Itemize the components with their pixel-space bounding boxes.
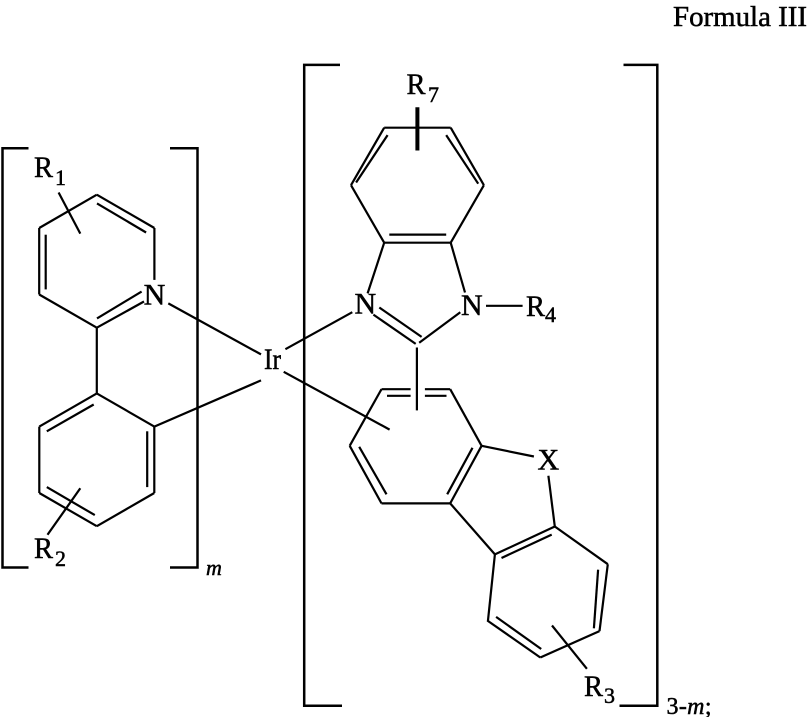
svg-text:R: R bbox=[34, 532, 53, 565]
svg-text:N: N bbox=[461, 289, 483, 322]
svg-text:Ir: Ir bbox=[264, 343, 281, 376]
svg-text:1: 1 bbox=[55, 165, 66, 190]
svg-text:N: N bbox=[144, 279, 166, 312]
svg-text:Formula III: Formula III bbox=[673, 2, 807, 33]
svg-text:X: X bbox=[538, 444, 560, 477]
svg-text:R: R bbox=[407, 68, 426, 101]
svg-text:R: R bbox=[584, 670, 603, 703]
svg-text:R: R bbox=[34, 151, 53, 184]
svg-text:m: m bbox=[206, 555, 222, 580]
svg-text:7: 7 bbox=[428, 82, 439, 107]
svg-text:N: N bbox=[355, 288, 377, 321]
svg-text:3: 3 bbox=[604, 683, 615, 708]
svg-text:2: 2 bbox=[55, 546, 66, 571]
svg-text:3-m;: 3-m; bbox=[667, 694, 712, 717]
svg-text:4: 4 bbox=[545, 302, 556, 327]
svg-text:R: R bbox=[526, 290, 545, 323]
